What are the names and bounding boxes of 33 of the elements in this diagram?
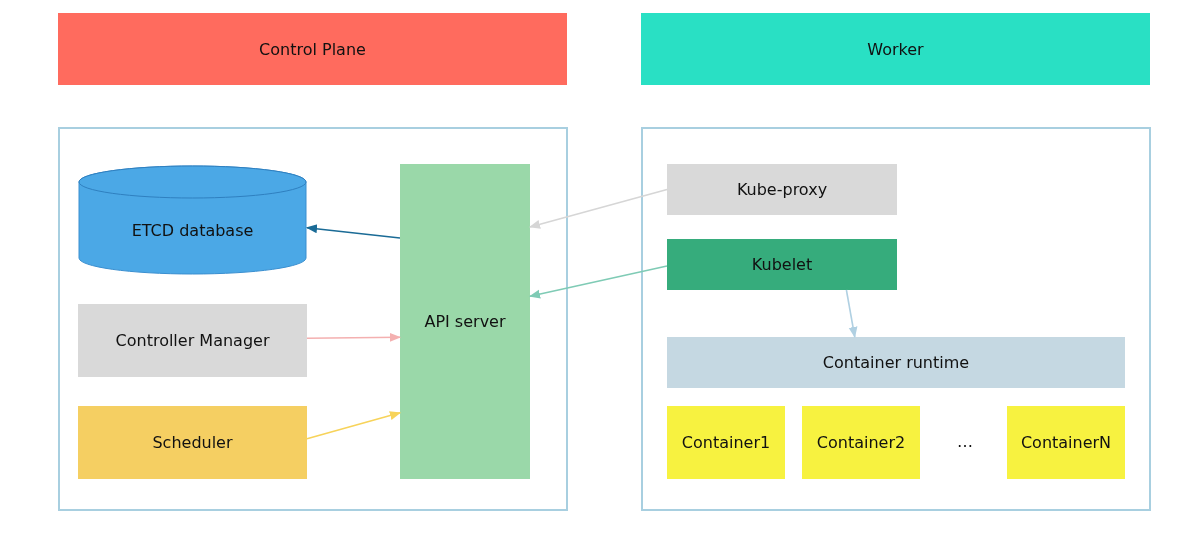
component-box: [667, 239, 897, 290]
node-label: API server: [424, 312, 506, 331]
component-box: [667, 164, 897, 215]
arrow: [528, 188, 668, 229]
node-label: Kubelet: [751, 255, 813, 274]
component-box: [667, 337, 1125, 388]
panel-box: [58, 127, 568, 511]
container-box: [667, 406, 785, 479]
arrow: [305, 224, 401, 239]
node-label: Controller Manager: [115, 331, 270, 350]
node-label: Scheduler: [152, 433, 233, 452]
node-label: ContainerN: [1020, 433, 1112, 452]
node-label: Kube-proxy: [736, 180, 828, 199]
panel-box: [641, 127, 1151, 511]
database-cylinder: [78, 165, 307, 275]
node-label: Control Plane: [259, 39, 366, 59]
header-band: [58, 13, 567, 85]
node-label: Container2: [816, 433, 906, 452]
node-label: Container1: [681, 433, 771, 452]
ellipsis-label: …: [957, 432, 973, 451]
node-label: ETCD database: [131, 220, 254, 240]
arrow: [845, 289, 858, 339]
node-label: Worker: [867, 39, 924, 59]
header-band: [641, 13, 1150, 85]
arrow: [306, 411, 402, 440]
arrow: [528, 265, 668, 299]
node-label: Container runtime: [822, 353, 970, 372]
component-box: [400, 164, 530, 479]
container-box: [802, 406, 920, 479]
container-box: [1007, 406, 1125, 479]
arrow: [306, 332, 402, 342]
component-box: [78, 406, 307, 479]
component-box: [78, 304, 307, 377]
